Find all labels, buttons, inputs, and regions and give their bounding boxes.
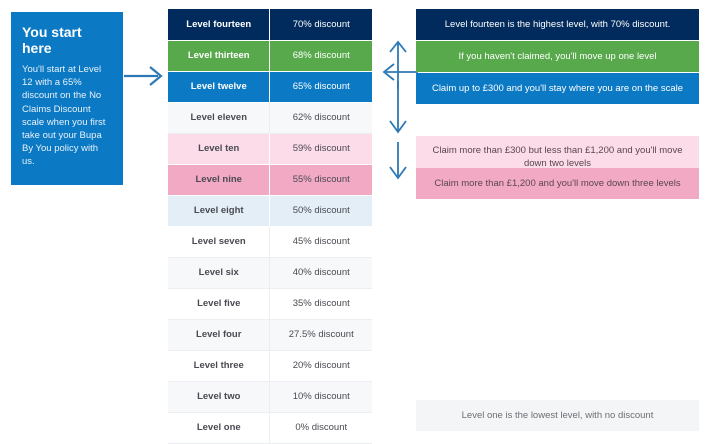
level-discount-cell: 45% discount — [269, 226, 372, 258]
arrow-left-icon — [382, 63, 418, 81]
arrow-down-two-icon — [389, 81, 407, 134]
level-name-cell: Level twelve — [168, 71, 271, 103]
callout-stay-on-scale: Claim up to £300 and you'll stay where y… — [416, 73, 699, 104]
level-discount-cell: 10% discount — [269, 381, 372, 413]
level-name-cell: Level nine — [168, 164, 271, 196]
level-discount-cell: 65% discount — [269, 71, 372, 103]
level-discount-cell: 0% discount — [269, 412, 372, 444]
arrow-right-icon — [124, 66, 163, 86]
level-name-cell: Level eight — [168, 195, 271, 227]
level-name-cell: Level thirteen — [168, 40, 271, 72]
level-name-cell: Level one — [168, 412, 271, 444]
level-discount-cell: 35% discount — [269, 288, 372, 320]
intro-panel: You start here You'll start at Level 12 … — [11, 12, 123, 185]
level-discount-cell: 70% discount — [269, 9, 372, 41]
level-discount-cell: 50% discount — [269, 195, 372, 227]
callout-highest-level: Level fourteen is the highest level, wit… — [416, 9, 699, 40]
callout-move-down-three-levels: Claim more than £1,200 and you'll move d… — [416, 168, 699, 199]
level-name-cell: Level three — [168, 350, 271, 382]
callout-lowest-level: Level one is the lowest level, with no d… — [416, 400, 699, 431]
movement-arrows-group — [382, 40, 418, 180]
level-name-cell: Level fourteen — [168, 9, 271, 41]
level-name-cell: Level two — [168, 381, 271, 413]
intro-body-text: You'll start at Level 12 with a 65% disc… — [22, 64, 106, 168]
level-discount-cell: 68% discount — [269, 40, 372, 72]
callout-move-up-one-level: If you haven't claimed, you'll move up o… — [416, 41, 699, 72]
arrow-down-three-icon — [389, 142, 407, 180]
level-discount-cell: 59% discount — [269, 133, 372, 165]
level-discount-cell: 40% discount — [269, 257, 372, 289]
level-discount-cell: 20% discount — [269, 350, 372, 382]
level-discount-cell: 55% discount — [269, 164, 372, 196]
level-discount-cell: 27.5% discount — [269, 319, 372, 351]
level-name-cell: Level eleven — [168, 102, 271, 134]
level-discount-cell: 62% discount — [269, 102, 372, 134]
level-name-cell: Level five — [168, 288, 271, 320]
intro-title: You start here — [22, 24, 82, 56]
level-name-cell: Level ten — [168, 133, 271, 165]
level-name-cell: Level six — [168, 257, 271, 289]
level-name-cell: Level seven — [168, 226, 271, 258]
level-name-cell: Level four — [168, 319, 271, 351]
